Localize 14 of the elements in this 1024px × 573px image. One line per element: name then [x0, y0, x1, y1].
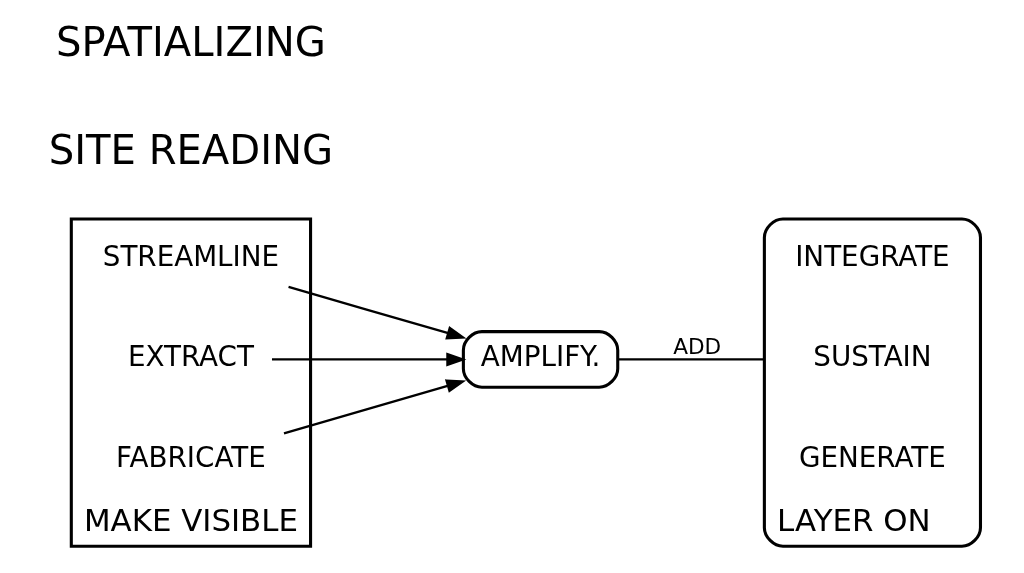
node-text: SUSTAIN [813, 340, 932, 374]
node-text: INTEGRATE [795, 239, 950, 273]
node-box: AMPLIFY. [461, 330, 620, 389]
label: SITE READING [48, 126, 334, 173]
connector [617, 358, 765, 361]
node-text: EXTRACT [127, 340, 254, 374]
node-text: GENERATE [798, 440, 946, 474]
edge-label: ADD [673, 333, 722, 359]
arrow [288, 285, 467, 340]
arrow [283, 379, 467, 435]
label: SPATIALIZING [56, 18, 326, 65]
node-text: FABRICATE [116, 440, 266, 474]
arrow [271, 352, 467, 367]
node-text: STREAMLINE [102, 239, 280, 273]
